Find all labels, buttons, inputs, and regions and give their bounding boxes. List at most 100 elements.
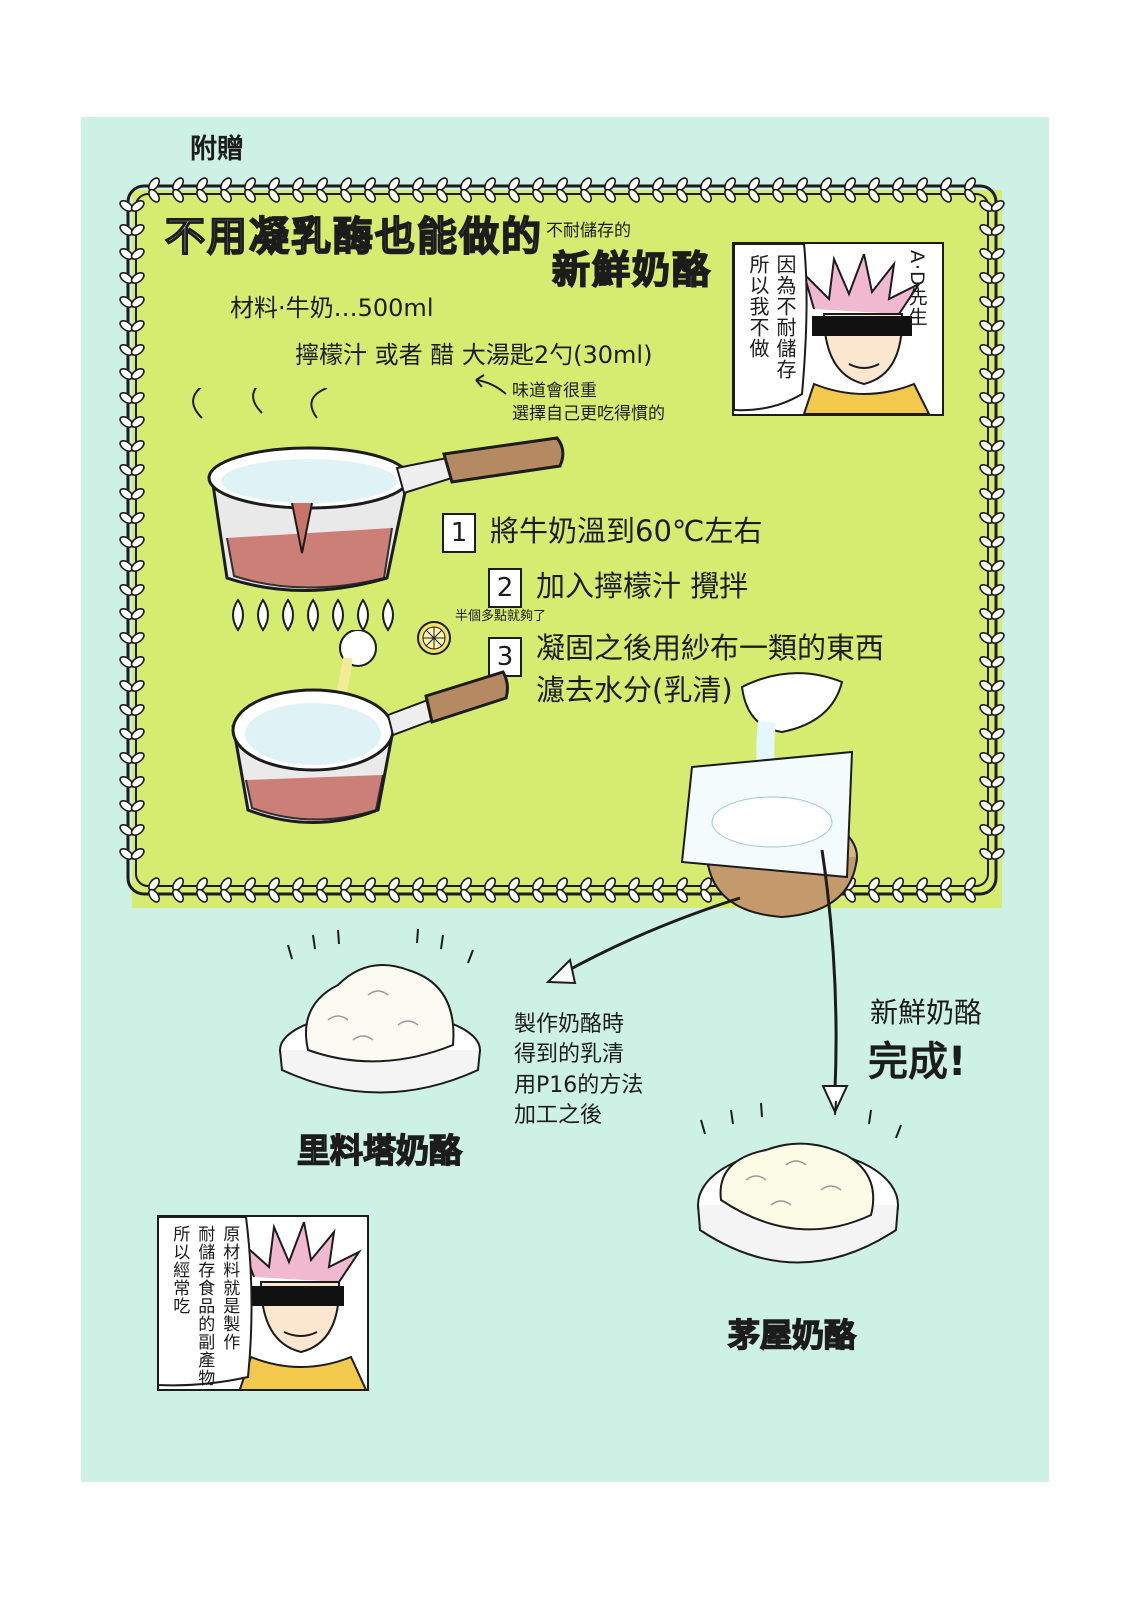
ingredients-note-1: 味道會很重: [512, 381, 597, 401]
vine-leaf: [409, 175, 427, 205]
vine-leaf: [117, 581, 147, 599]
vine-leaf: [217, 175, 235, 205]
ingredients-line-1: 材料·牛奶…500ml: [230, 294, 434, 322]
ricotta-note-line-3: 用P16的方法: [514, 1072, 644, 1098]
step-2-text: 加入擰檬汁 攪拌: [536, 569, 749, 603]
vine-leaf: [337, 875, 355, 905]
vine-leaf: [977, 485, 1007, 503]
vine-leaf: [117, 245, 147, 263]
vine-leaf: [961, 175, 979, 205]
vine-leaf: [977, 581, 1007, 599]
vine-leaf: [289, 175, 307, 205]
vine-leaf: [977, 269, 1007, 287]
vine-leaf: [529, 175, 547, 205]
ingredients-note-2: 選擇自己更吃得慣的: [512, 404, 665, 424]
recipe-subtitle: 新鮮奶酪: [551, 248, 713, 292]
character-top-name: A·D先生: [905, 250, 928, 327]
vine-leaf: [913, 175, 931, 205]
vine-leaf: [817, 175, 835, 205]
vine-leaf: [241, 875, 259, 905]
vine-leaf: [457, 875, 475, 905]
vine-leaf: [977, 557, 1007, 575]
vine-leaf: [913, 875, 931, 905]
vine-leaf: [117, 557, 147, 575]
bonus-label: 附贈: [190, 134, 244, 165]
vine-leaf: [117, 365, 147, 383]
stove-flame-icon: [232, 598, 394, 632]
vine-leaf: [889, 175, 907, 205]
ricotta-label: 里料塔奶酪: [296, 1131, 462, 1170]
vine-leaf: [977, 749, 1007, 767]
vine-leaf: [117, 797, 147, 815]
recipe-title-small: 不耐儲存的: [546, 221, 631, 241]
vine-leaf: [889, 875, 907, 905]
speech-bubble-top: [733, 244, 808, 412]
lemon-icon: [417, 621, 451, 655]
vine-leaf: [265, 875, 283, 905]
vine-leaf: [697, 175, 715, 205]
step-1-text: 將牛奶溫到60℃左右: [490, 514, 763, 548]
vine-leaf: [457, 175, 475, 205]
vine-leaf: [313, 875, 331, 905]
vine-leaf: [117, 197, 147, 215]
cottage-cheese-icon: [697, 1100, 902, 1264]
vine-leaf: [117, 485, 147, 503]
vine-leaf: [977, 605, 1007, 623]
vine-leaf: [481, 175, 499, 205]
vine-leaf: [577, 175, 595, 205]
character-bottom-speech-2: 耐儲存食品的副產物: [194, 1225, 215, 1387]
vine-leaf: [337, 175, 355, 205]
vine-leaf: [117, 293, 147, 311]
vine-leaf: [977, 845, 1007, 863]
vine-leaf: [673, 175, 691, 205]
vine-leaf: [117, 413, 147, 431]
vine-leaf: [409, 875, 427, 905]
vine-leaf: [481, 875, 499, 905]
vine-leaf: [505, 175, 523, 205]
vine-leaf: [193, 175, 211, 205]
vine-leaf: [977, 653, 1007, 671]
done-label: 完成!: [868, 1039, 967, 1085]
vine-leaf: [649, 175, 667, 205]
vine-leaf: [117, 509, 147, 527]
strainer-icon: [680, 672, 858, 919]
vine-leaf: [769, 175, 787, 205]
vine-leaf: [117, 701, 147, 719]
vine-leaf: [117, 461, 147, 479]
speech-bubble-bottom: [158, 1217, 253, 1387]
vine-leaf: [361, 175, 379, 205]
vine-leaf: [385, 175, 403, 205]
character-portrait-icon: [801, 254, 931, 414]
vine-leaf: [977, 317, 1007, 335]
vine-leaf: [217, 875, 235, 905]
vine-leaf: [977, 773, 1007, 791]
vine-leaf: [977, 197, 1007, 215]
vine-leaf: [117, 653, 147, 671]
saucepan-top-icon: [192, 388, 565, 592]
ricotta-note: 製作奶酪時 得到的乳清 用P16的方法 加工之後: [514, 1010, 643, 1131]
character-top-speech-2: 所以我不做: [746, 254, 770, 359]
cottage-label: 茅屋奶酪: [727, 1316, 857, 1354]
vine-leaf: [265, 175, 283, 205]
recipe-title: 不用凝乳酶也能做的: [164, 214, 543, 260]
vine-leaf: [117, 725, 147, 743]
vine-leaf: [505, 875, 523, 905]
vine-leaf: [145, 175, 163, 205]
flow-arrows-icon: [545, 850, 849, 1115]
vine-leaf: [977, 509, 1007, 527]
vine-leaf: [117, 749, 147, 767]
vine-leaf: [117, 437, 147, 455]
vine-leaf: [977, 725, 1007, 743]
vine-leaf: [169, 175, 187, 205]
vine-leaf: [289, 875, 307, 905]
vine-leaf: [117, 677, 147, 695]
vine-leaf: [937, 875, 955, 905]
vine-leaf: [865, 175, 883, 205]
step-3-text-line-1: 凝固之後用紗布一類的東西: [536, 631, 885, 665]
vine-leaf: [841, 175, 859, 205]
vine-leaf: [169, 875, 187, 905]
vine-leaf: [745, 175, 763, 205]
vine-leaf: [721, 175, 739, 205]
